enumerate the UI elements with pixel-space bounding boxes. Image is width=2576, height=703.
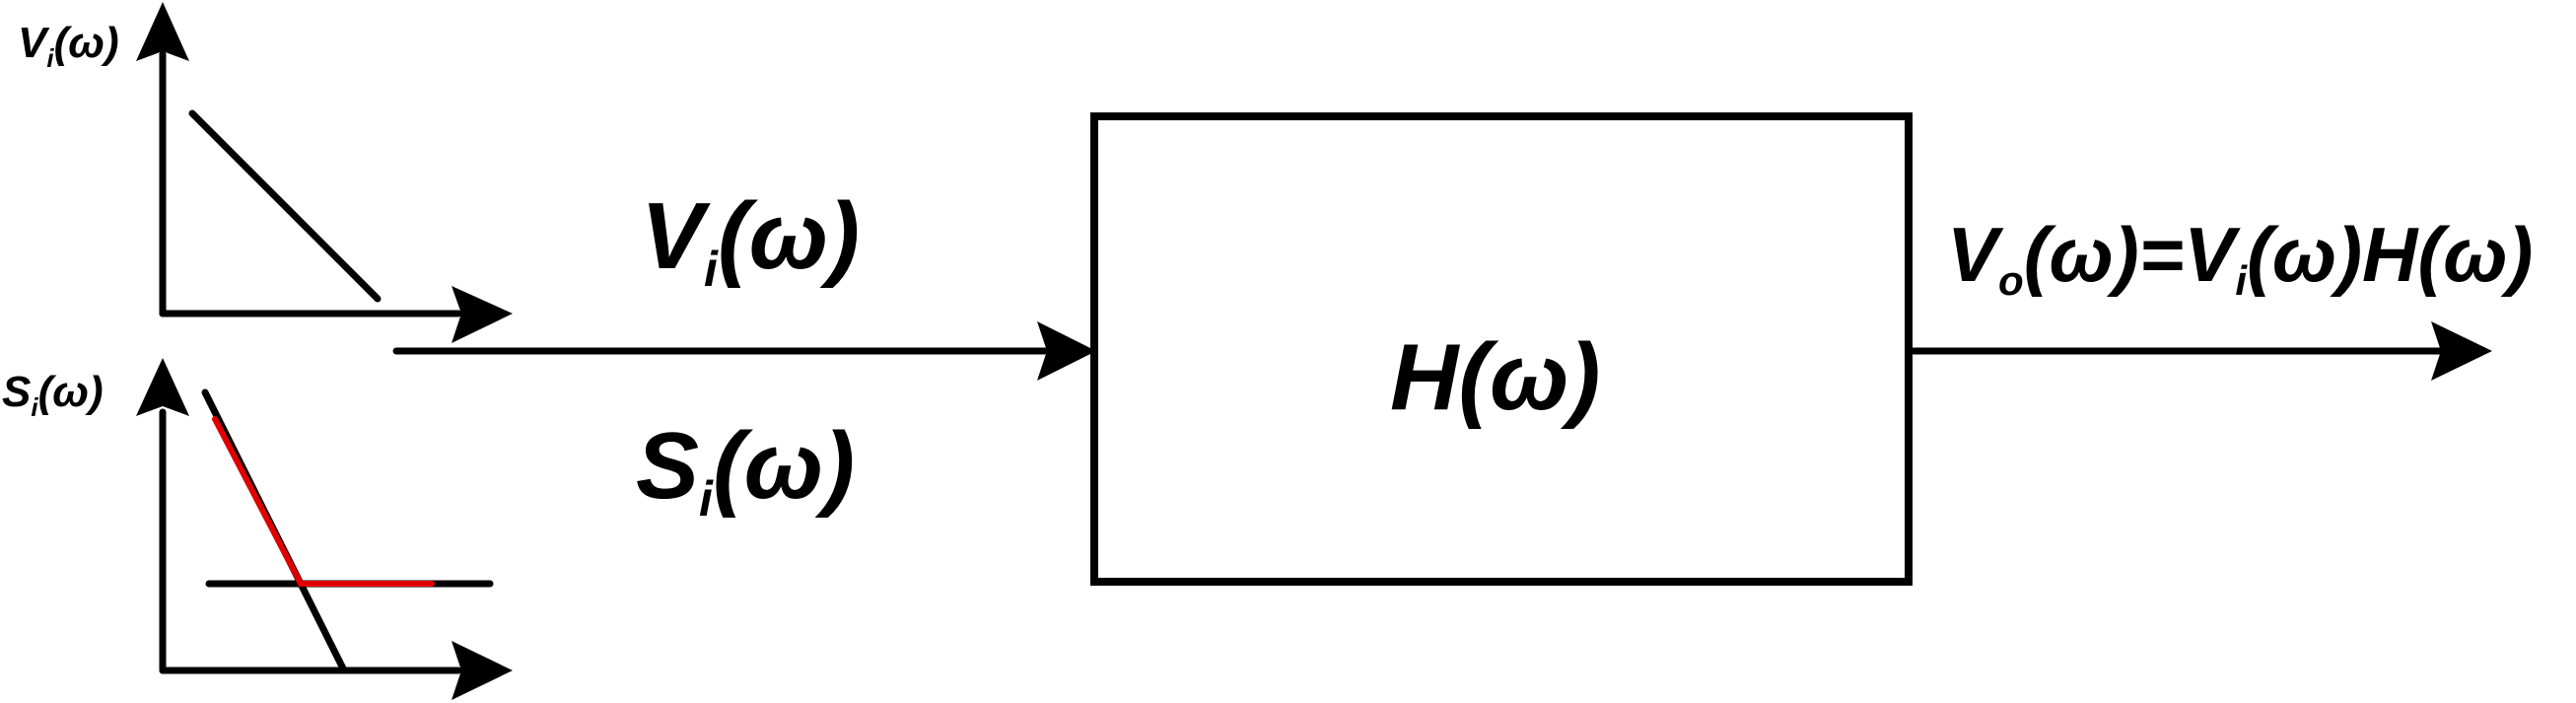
input-arrow bbox=[392, 321, 1096, 381]
vi-inset: Vi(ω) bbox=[18, 2, 513, 343]
input-arrow-head bbox=[1037, 321, 1096, 381]
output-equation: Vo(ω)=Vi(ω)H(ω) bbox=[1947, 211, 2533, 304]
vi-x-arrowhead bbox=[452, 286, 513, 343]
output-arrow bbox=[1905, 321, 2492, 381]
si-highlight-path bbox=[212, 416, 435, 587]
input-label-vi: Vi(ω) bbox=[641, 183, 860, 297]
vi-y-arrowhead bbox=[136, 2, 189, 61]
vi-spectrum-line bbox=[188, 109, 382, 303]
si-x-arrowhead bbox=[452, 641, 513, 700]
system-block-label: H(ω) bbox=[1390, 324, 1600, 430]
output-arrow-head bbox=[2431, 321, 2492, 381]
si-axis-label: Si(ω) bbox=[2, 368, 104, 422]
input-label-si: Si(ω) bbox=[636, 413, 855, 527]
vi-axis-label: Vi(ω) bbox=[18, 19, 119, 73]
si-inset: Si(ω) bbox=[2, 358, 513, 700]
si-y-arrowhead bbox=[136, 358, 189, 416]
